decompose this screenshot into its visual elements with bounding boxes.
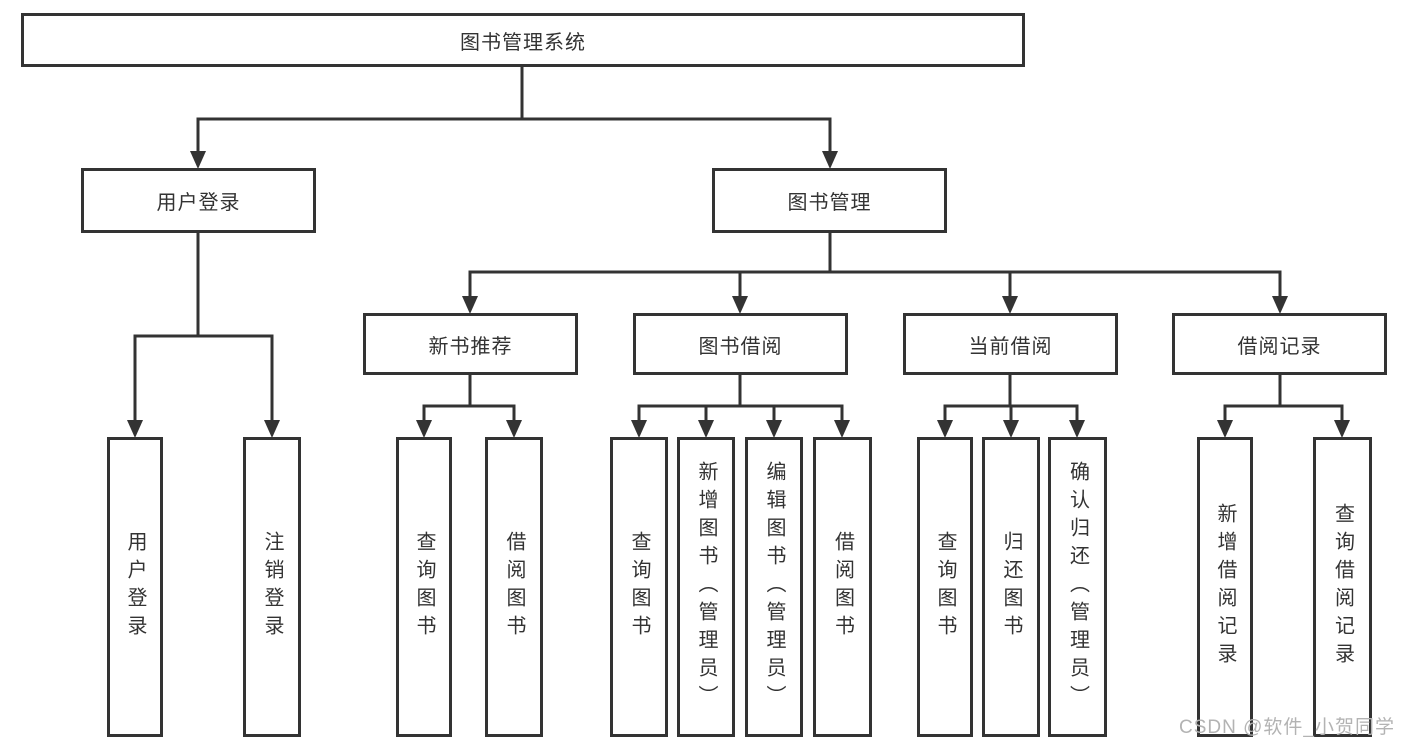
node-book-borrowing: 图书借阅 <box>633 313 848 375</box>
leaf-add-borrow-record: 新增借阅记录 <box>1197 437 1253 737</box>
node-root-library-system: 图书管理系统 <box>21 13 1025 67</box>
leaf-query-borrow-record: 查询借阅记录 <box>1313 437 1372 737</box>
leaf-return-books: 归还图书 <box>982 437 1040 737</box>
leaf-borrow-books-recommend: 借阅图书 <box>485 437 543 737</box>
node-current-borrowing: 当前借阅 <box>903 313 1118 375</box>
leaf-query-books-recommend: 查询图书 <box>396 437 452 737</box>
leaf-query-books-current: 查询图书 <box>917 437 973 737</box>
leaf-logout: 注销登录 <box>243 437 301 737</box>
node-borrowing-records: 借阅记录 <box>1172 313 1387 375</box>
leaf-add-books-admin: 新增图书（管理员） <box>677 437 735 737</box>
csdn-watermark: CSDN @软件_小贺同学 <box>1179 717 1395 738</box>
node-new-book-recommend: 新书推荐 <box>363 313 578 375</box>
leaf-user-login: 用户登录 <box>107 437 163 737</box>
leaf-confirm-return-admin: 确认归还（管理员） <box>1048 437 1107 737</box>
node-book-management: 图书管理 <box>712 168 947 233</box>
leaf-borrow-books-borrowing: 借阅图书 <box>813 437 872 737</box>
node-user-login-group: 用户登录 <box>81 168 316 233</box>
leaf-edit-books-admin: 编辑图书（管理员） <box>745 437 803 737</box>
leaf-query-books-borrowing: 查询图书 <box>610 437 668 737</box>
